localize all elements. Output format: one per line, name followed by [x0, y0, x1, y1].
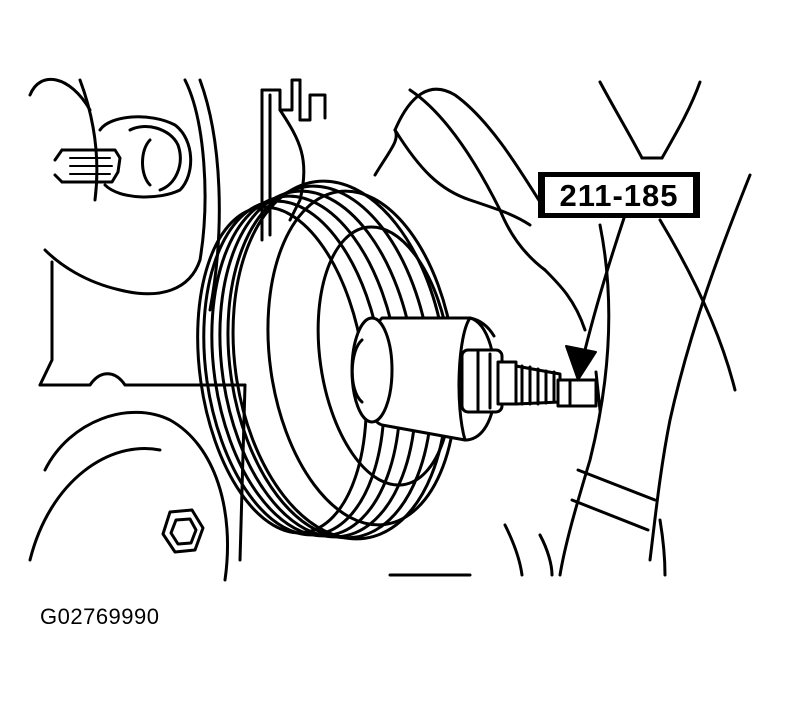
engine-block-outline	[28, 77, 247, 582]
upper-left-stud	[53, 78, 193, 202]
figure-id: G02769990	[40, 604, 160, 629]
drive-belt	[388, 80, 752, 577]
puller-tool	[350, 316, 602, 442]
tool-number-label: 211-185	[559, 178, 678, 213]
hex-nut	[161, 508, 205, 554]
callout-arrow	[565, 213, 627, 381]
tool-callout-box: 211-185	[538, 172, 700, 218]
front-cover	[373, 87, 587, 332]
